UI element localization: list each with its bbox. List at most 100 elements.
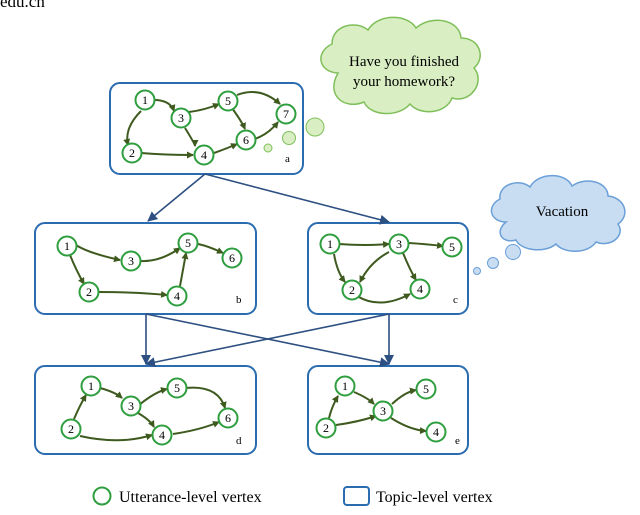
- svg-text:2: 2: [129, 146, 135, 160]
- utterance-vertex: 1: [80, 375, 102, 397]
- edge: [172, 421, 220, 435]
- utterance-vertex: 1: [319, 233, 341, 255]
- panel-e-edges: [328, 387, 427, 435]
- edge: [338, 241, 390, 248]
- panel-e: 1 3 5 2 4 e: [307, 365, 469, 455]
- utterance-vertex: 5: [177, 232, 199, 254]
- legend-utterance-swatch: [92, 486, 112, 506]
- edge: [333, 253, 346, 283]
- connector-a-b: [147, 173, 206, 222]
- svg-text:6: 6: [225, 411, 231, 425]
- svg-text:2: 2: [68, 422, 74, 436]
- utterance-vertex: 2: [341, 279, 363, 301]
- utterance-vertex: 3: [120, 250, 142, 272]
- edge: [184, 127, 199, 147]
- utterance-vertex: 5: [415, 378, 437, 400]
- utterance-vertex: 5: [166, 377, 188, 399]
- utterance-vertex: 3: [170, 107, 192, 129]
- cloud-shape: [490, 174, 626, 252]
- svg-text:5: 5: [225, 94, 231, 108]
- cloud-text-line: Have you finished: [349, 54, 459, 70]
- utterance-vertex: 1: [334, 375, 356, 397]
- svg-text:5: 5: [423, 382, 429, 396]
- svg-text:6: 6: [229, 251, 235, 265]
- edge: [99, 387, 123, 399]
- utterance-vertex: 3: [372, 400, 394, 422]
- connector-c-d: [145, 313, 390, 368]
- svg-text:4: 4: [201, 148, 207, 162]
- svg-text:2: 2: [86, 285, 92, 299]
- svg-text:4: 4: [159, 428, 165, 442]
- thought-bubble: [263, 143, 273, 153]
- svg-text:1: 1: [64, 239, 70, 253]
- edge: [179, 252, 189, 287]
- svg-text:2: 2: [323, 421, 329, 435]
- legend: Utterance-level vertex Topic-level verte…: [92, 486, 493, 506]
- utterance-vertex: 2: [121, 142, 143, 164]
- svg-text:7: 7: [283, 107, 289, 121]
- panel-d-edges: [73, 386, 227, 442]
- edge: [213, 143, 238, 154]
- thought-bubble: [305, 117, 325, 137]
- panel-c-edges: [333, 241, 444, 304]
- utterance-vertex: 3: [120, 395, 142, 417]
- utterance-vertex: 5: [217, 90, 239, 112]
- thought-bubble: [505, 244, 521, 260]
- panel-a-edges: [123, 91, 281, 159]
- panel-label: c: [453, 294, 458, 306]
- thought-bubble: [473, 267, 481, 275]
- panel-b-vertices: 1 3 5 6 2 4: [56, 232, 243, 307]
- edge: [197, 243, 224, 254]
- edge: [335, 414, 377, 426]
- panel-label: b: [236, 294, 242, 306]
- cloud-shape: [320, 16, 481, 115]
- panel-label: a: [285, 153, 290, 165]
- edge: [79, 433, 153, 442]
- edge: [153, 99, 176, 112]
- svg-text:1: 1: [327, 237, 333, 251]
- svg-text:3: 3: [396, 237, 402, 251]
- panel-e-vertices: 1 3 5 2 4: [315, 375, 447, 443]
- edge: [188, 103, 220, 113]
- svg-text:1: 1: [142, 93, 148, 107]
- edge: [328, 395, 339, 419]
- svg-text:1: 1: [88, 379, 94, 393]
- legend-topic-swatch: [343, 486, 370, 506]
- edge: [98, 290, 168, 298]
- svg-text:3: 3: [128, 399, 134, 413]
- panel-a: 1 3 5 7 2 4 6 a: [109, 82, 304, 175]
- panel-c: 1 3 5 2 4 c: [307, 222, 469, 315]
- utterance-vertex: 2: [78, 281, 100, 303]
- svg-text:4: 4: [433, 425, 439, 439]
- cloud-text-line: Vacation: [536, 204, 589, 220]
- edge: [356, 293, 411, 304]
- svg-text:5: 5: [174, 381, 180, 395]
- edge: [236, 91, 281, 105]
- topic-connectors: [141, 173, 394, 368]
- legend-utterance-label: Utterance-level vertex: [119, 489, 262, 506]
- edge: [140, 151, 194, 159]
- utterance-vertex: 6: [221, 247, 243, 269]
- thought-bubble: [282, 131, 296, 145]
- panel-label: d: [236, 435, 242, 447]
- edge: [138, 387, 168, 406]
- edge: [353, 391, 375, 405]
- panel-d-vertices: 1 3 5 2 4 6: [60, 375, 239, 446]
- edge: [140, 247, 181, 263]
- panel-b-edges: [69, 243, 224, 298]
- thought-cloud-vacation: Vacation: [473, 174, 626, 275]
- svg-text:2: 2: [349, 283, 355, 297]
- edge: [390, 417, 427, 435]
- utterance-vertex: 4: [151, 424, 173, 446]
- utterance-vertex: 2: [60, 418, 82, 440]
- utterance-vertex: 4: [193, 144, 215, 166]
- svg-text:1: 1: [342, 379, 348, 393]
- utterance-vertex: 6: [235, 129, 257, 151]
- edge: [391, 387, 417, 405]
- panel-b: 1 3 5 6 2 4 b: [34, 222, 257, 315]
- utterance-vertex: 7: [275, 103, 297, 125]
- edge: [137, 412, 155, 428]
- edge: [402, 252, 417, 281]
- svg-text:4: 4: [417, 282, 423, 296]
- svg-text:5: 5: [449, 240, 455, 254]
